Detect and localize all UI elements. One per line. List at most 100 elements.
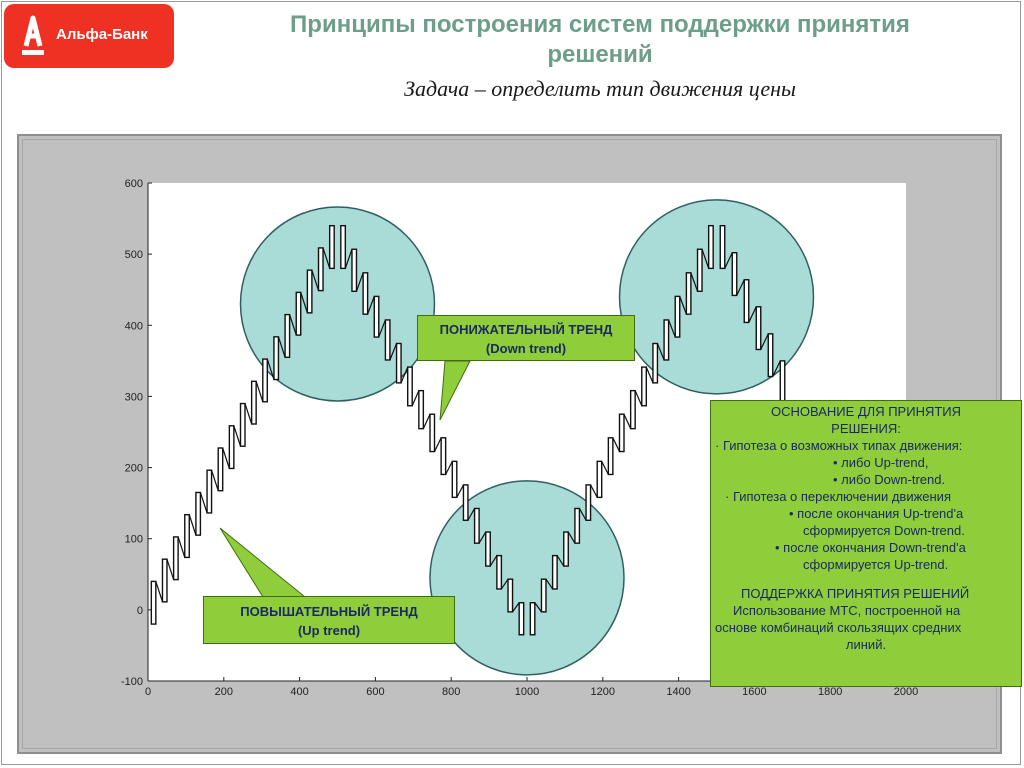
renko-connector [422,413,431,429]
down-trend-sublabel: (Down trend) [485,341,567,356]
renko-connector [512,602,520,613]
support-line-2: основе комбинаций скользящих средних [715,620,962,635]
renko-brick [362,272,369,315]
renko-connector [311,269,320,291]
renko-brick [462,484,469,521]
renko-connector [367,296,375,315]
renko-brick [496,554,503,590]
renko-brick [607,437,614,476]
renko-brick [328,224,335,270]
renko-connector [545,578,554,590]
renko-brick [295,291,302,336]
renko-connector [355,272,364,292]
bank-logo: Альфа-Банк [4,4,174,68]
support-line-1: Использование МТС, построенной на [733,603,961,618]
renko-brick [779,360,786,405]
x-tick-label: 1400 [666,686,690,698]
renko-connector [556,555,565,567]
renko-brick [306,269,313,314]
renko-connector [177,536,186,558]
renko-brick [407,366,413,407]
y-tick-label: 400 [125,320,143,332]
renko-brick [767,333,774,378]
renko-connector [277,336,286,358]
renko-connector [244,403,253,425]
renko-series [150,224,786,636]
renko-brick [563,531,569,567]
renko-brick [440,437,447,476]
x-tick-label: 1800 [818,686,842,698]
renko-brick [429,413,436,453]
renko-brick [663,319,670,361]
renko-connector [199,492,208,514]
renko-brick [473,507,480,544]
renko-connector [467,508,476,521]
up-trend-label: ПОВЫШАТЕЛЬНЫЙ ТРЕНД [240,604,418,619]
hypothesis-1: · Гипотеза о возможных типах движения: [715,438,963,453]
renko-brick [755,306,762,351]
renko-connector [222,447,230,469]
renko-brick [551,554,558,590]
renko-brick [507,578,514,613]
x-tick-label: 800 [442,686,460,698]
x-tick-label: 1200 [591,686,615,698]
renko-brick [217,447,224,492]
renko-connector [166,558,175,580]
down-trend-label: ПОНИЖАТЕЛЬНЫЙ ТРЕНД [439,322,613,337]
renko-brick [418,389,425,430]
hypothesis-1-up: • либо Up-trend, [833,455,929,470]
renko-brick [206,469,213,514]
renko-connector [155,581,164,603]
renko-brick [395,342,402,384]
x-tick-label: 0 [145,686,151,698]
renko-connector [690,272,699,292]
x-tick-label: 1600 [742,686,766,698]
renko-connector [534,602,542,613]
highlight-circle [429,480,625,676]
renko-connector [433,437,442,452]
renko-brick [743,279,750,324]
renko-brick [652,342,659,384]
renko-brick [641,366,647,407]
x-tick-label: 1000 [515,686,539,698]
hypothesis-2-b1: • после окончания Down-trend'а [775,540,966,555]
alfa-letter-icon [22,15,44,55]
bank-name: Альфа-Банк [56,26,148,43]
y-tick-label: 600 [125,178,143,190]
decision-basis-box: ОСНОВАНИЕ ДЛЯ ПРИНЯТИЯ РЕШЕНИЯ: · Гипоте… [710,400,1022,687]
renko-brick [719,224,726,270]
renko-brick [239,402,246,447]
renko-connector [478,531,487,544]
renko-connector [772,360,781,377]
renko-connector [389,343,398,361]
renko-brick [585,484,592,521]
renko-connector [634,390,643,407]
renko-brick [518,602,525,636]
hypothesis-2-a2: сформируется Down-trend. [803,523,965,538]
y-tick-label: 300 [125,391,143,403]
renko-brick [384,319,391,361]
renko-connector [344,249,353,269]
renko-connector [601,461,609,475]
renko-brick [674,295,681,338]
renko-connector [456,484,464,498]
renko-connector [760,333,769,350]
renko-connector [400,366,409,384]
renko-connector [724,252,733,269]
renko-connector [445,461,453,475]
renko-brick [696,248,703,292]
renko-brick [618,413,625,453]
renko-brick [340,224,347,270]
renko-connector [668,319,676,338]
up-trend-sublabel: (Up trend) [297,623,361,638]
renko-brick [351,248,358,292]
renko-brick [707,224,714,270]
renko-brick [317,247,324,292]
basis-heading-1: ОСНОВАНИЕ ДЛЯ ПРИНЯТИЯ [770,404,962,419]
renko-brick [540,578,547,613]
renko-connector [656,343,665,361]
renko-brick [485,531,491,567]
